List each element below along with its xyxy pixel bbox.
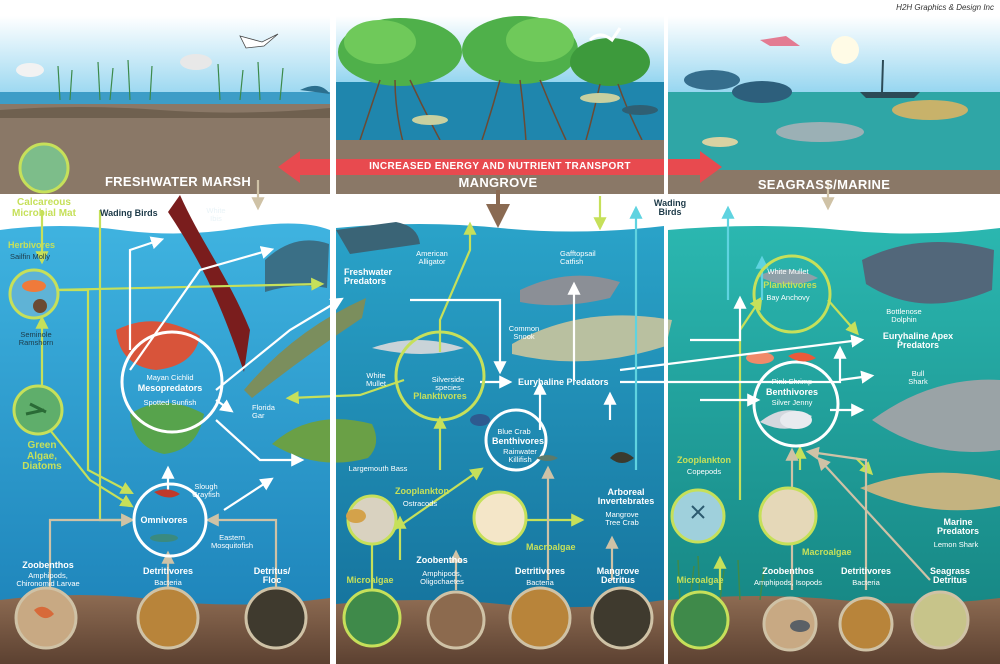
- white-ibis-label: White Ibis: [206, 206, 226, 223]
- silverside-species-label: Silverside species: [431, 375, 465, 392]
- white-mullet-marine-label: White Mullet: [767, 267, 809, 276]
- florida-gar-label: Florida Gar: [252, 403, 275, 420]
- zooplankton-mangrove-label: Zooplankton: [395, 486, 449, 496]
- energy-transport-arrow: [278, 151, 722, 183]
- euryhaline-apex-predators-label: Euryhaline Apex Predators: [882, 331, 954, 351]
- bay-anchovy-label: Bay Anchovy: [766, 293, 810, 302]
- copepods-label: Copepods: [686, 467, 722, 476]
- amphipods-oligochaetes-label: Amphipods, Oligochaetes: [420, 569, 464, 586]
- largemouth-bass-label: Largemouth Bass: [348, 464, 408, 473]
- american-alligator-label: American Alligator: [416, 249, 448, 266]
- amphipods-isopods-label: Amphipods, Isopods: [754, 578, 822, 587]
- zooplankton-marine-label: Zooplankton: [677, 455, 731, 465]
- pink-shrimp-label: Pink Shrimp: [771, 377, 813, 386]
- zoobenthos-mangrove-label: Zoobenthos: [416, 555, 468, 565]
- silver-jenny-label: Silver Jenny: [771, 398, 813, 407]
- seagrass-marine-header: SEAGRASS/MARINE: [757, 177, 891, 192]
- zoobenthos-marsh-label: Zoobenthos: [22, 560, 74, 570]
- herbivores-label: Herbivores: [8, 240, 56, 250]
- euryhaline-predators-label: Euryhaline Predators: [518, 377, 609, 387]
- detritus-floc-label: Detritus/ Floc: [253, 566, 291, 586]
- mangrove-tree-crab-label: Mangrove Tree Crab: [605, 510, 639, 527]
- freshwater-marsh-header: FRESHWATER MARSH: [104, 174, 252, 189]
- rainwater-killifish-label: Rainwater Killifish: [503, 447, 537, 464]
- spotted-sunfish-label: Spotted Sunfish: [143, 398, 197, 407]
- lemon-shark-label: Lemon Shark: [933, 540, 979, 549]
- bacteria-mangrove-label: Bacteria: [526, 578, 554, 587]
- microalgae-marine-label: Microalgae: [676, 575, 724, 585]
- macroalgae-marine-label: Macroalgae: [802, 547, 852, 557]
- cyan-flow-arrows: [629, 205, 769, 470]
- bottlenose-dolphin-label: Bottlenose Dolphin: [886, 307, 922, 324]
- gafftopsail-catfish-label: Gafftopsail Catfish: [560, 249, 596, 266]
- green-algae-diatoms-label: Green Algae, Diatoms: [22, 440, 62, 472]
- common-snook-label: Common Snook: [508, 324, 540, 341]
- white-mullet-mangrove-label: White Mullet: [365, 371, 387, 388]
- divider-right: [664, 14, 668, 664]
- wading-birds-marsh-label: Wading Birds: [100, 208, 158, 218]
- arboreal-invertebrates-label: Arboreal Invertebrates: [597, 487, 655, 507]
- planktivores-mangrove-label: Planktivores: [413, 391, 467, 401]
- freshwater-predators-label: Freshwater Predators: [344, 267, 393, 287]
- detritivores-marine-label: Detritivores: [840, 566, 892, 576]
- benthivores-marine-label: Benthivores: [765, 387, 819, 397]
- circle-nodes: [8, 142, 970, 652]
- green-flow-arrows: [35, 196, 874, 590]
- bull-shark-label: Bull Shark: [908, 369, 928, 386]
- eastern-mosquitofish-label: Eastern Mosquitofish: [210, 533, 254, 550]
- credit-text: H2H Graphics & Design Inc: [896, 3, 994, 12]
- seminole-ramshorn-label: Seminole Ramshorn: [18, 330, 54, 347]
- node-illustrations: [22, 280, 816, 632]
- omnivores-label: Omnivores: [140, 515, 188, 525]
- energy-transport-label: INCREASED ENERGY AND NUTRIENT TRANSPORT: [369, 161, 631, 172]
- mangrove-detritus-label: Mangrove Detritus: [596, 566, 640, 586]
- mesopredators-label: Mesopredators: [137, 383, 203, 393]
- ostracods-label: Ostracods: [402, 499, 438, 508]
- mangrove-header: MANGROVE: [458, 175, 538, 190]
- macroalgae-mangrove-label: Macroalgae: [526, 542, 576, 552]
- bacteria-marsh-label: Bacteria: [154, 578, 182, 587]
- marine-scene: [668, 16, 1000, 194]
- wading-birds-marine-label: Wading Birds: [653, 198, 687, 218]
- calcareous-microbial-mat-label: Calcareous Microbial Mat: [12, 197, 76, 219]
- marine-predators-label: Marine Predators: [936, 517, 980, 537]
- mangrove-scene: [336, 16, 664, 194]
- bacteria-marine-label: Bacteria: [852, 578, 880, 587]
- mayan-cichlid-label: Mayan Cichlid: [146, 373, 194, 382]
- benthivores-mangrove-label: Benthivores: [491, 436, 545, 446]
- seagrass-detritus-label: Seagrass Detritus: [929, 566, 971, 586]
- amphipods-chironomid-label: Amphipods, Chironomid Larvae: [16, 571, 80, 588]
- microalgae-mangrove-label: Microalgae: [346, 575, 394, 585]
- slough-crayfish-label: Slough Crayfish: [192, 482, 220, 499]
- blue-crab-label: Blue Crab: [497, 427, 531, 436]
- sailfin-molly-label: Sailfin Molly: [10, 252, 51, 261]
- detritivores-mangrove-label: Detritivores: [514, 566, 566, 576]
- divider-left: [330, 14, 336, 664]
- white-flow-arrows: [128, 236, 875, 511]
- zoobenthos-marine-label: Zoobenthos: [762, 566, 814, 576]
- planktivores-marine-label: Planktivores: [763, 280, 817, 290]
- detritivores-marsh-label: Detritivores: [142, 566, 194, 576]
